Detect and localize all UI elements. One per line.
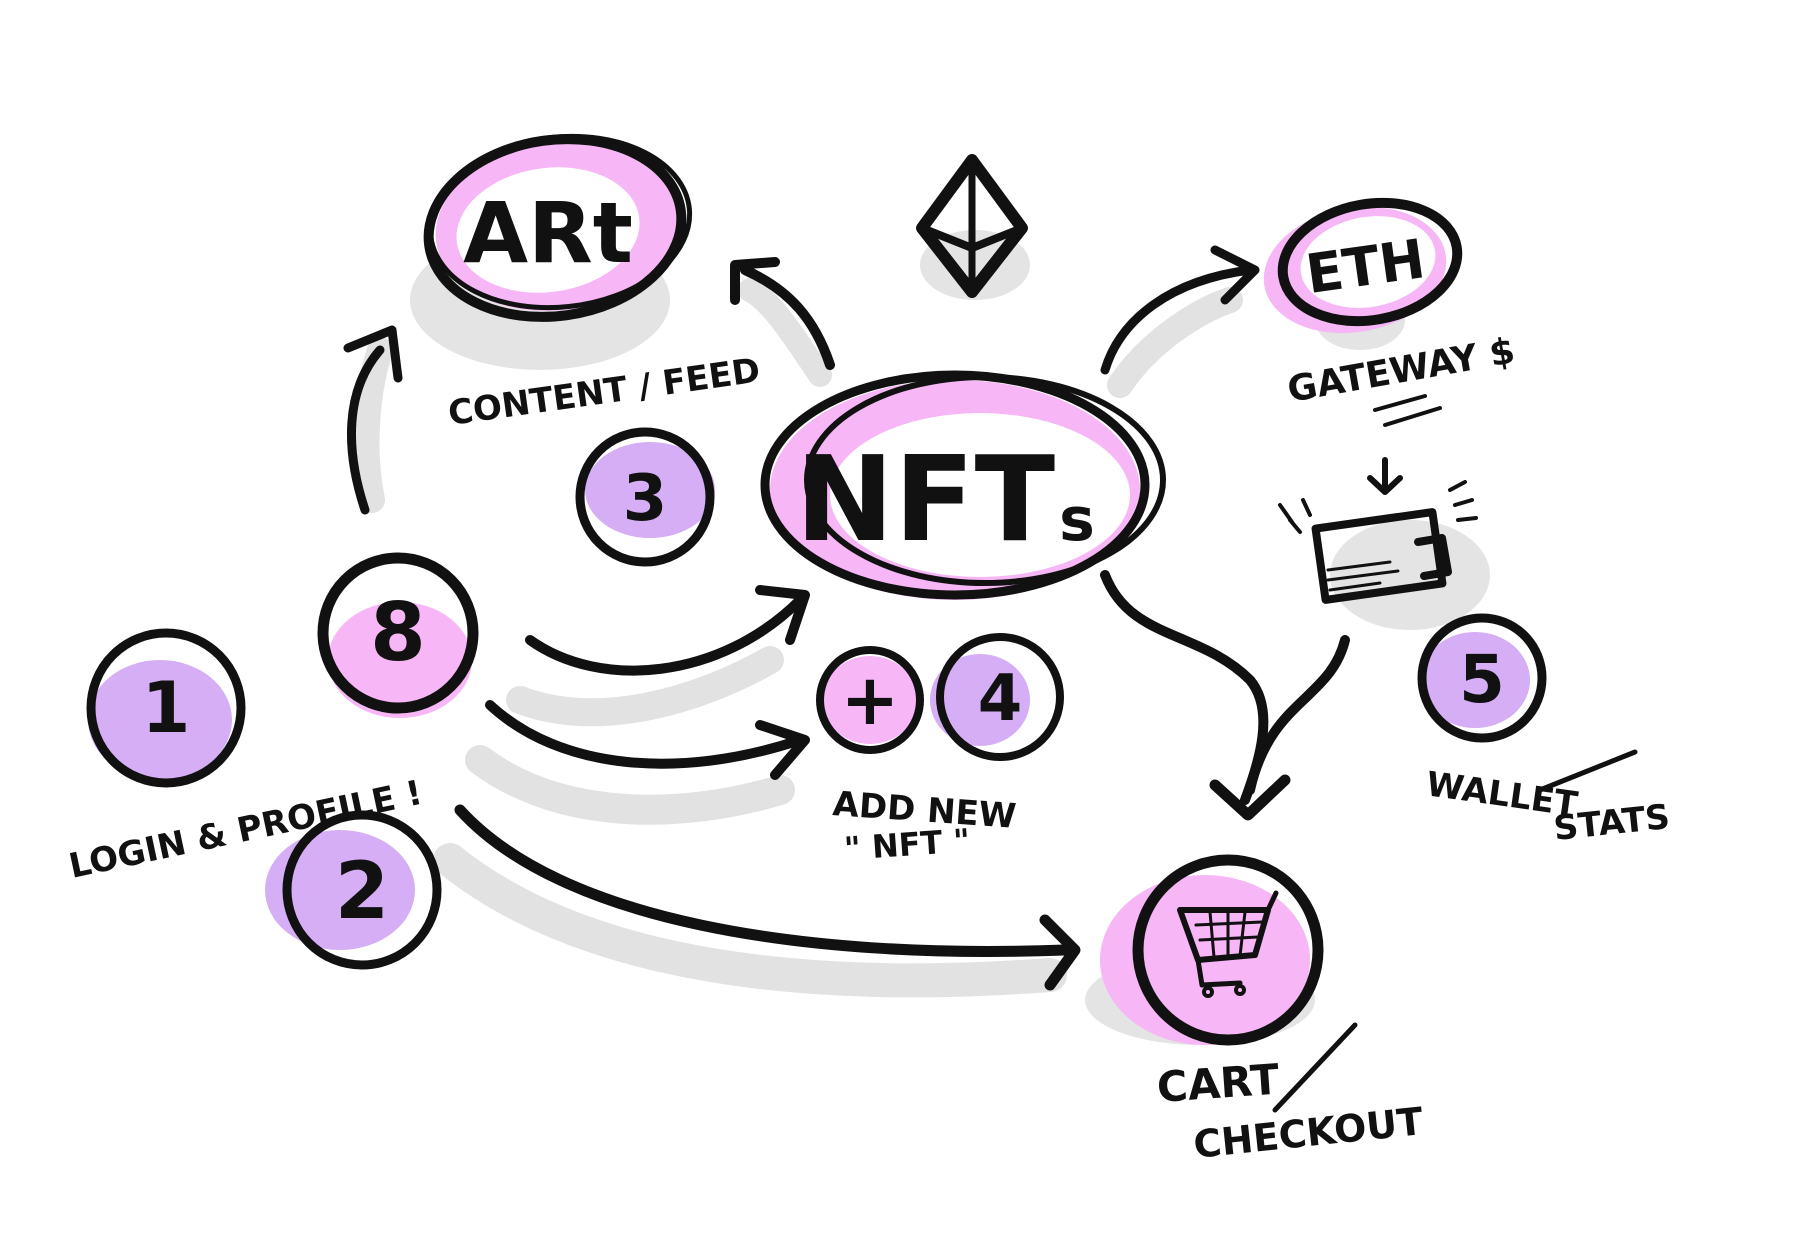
art-node: ARt [423,133,693,322]
eth-caption: GATEWAY $ [1284,331,1518,411]
cart-caption-line2: CHECKOUT [1191,1099,1425,1167]
cart-caption-line1: CART [1155,1055,1281,1112]
step-1-node: 1 [86,628,246,788]
step-plus-node: + [816,646,924,754]
step-3-node: 3 [575,427,715,567]
step-1-label: 1 [142,667,191,749]
step-5-label: 5 [1459,641,1505,718]
cart-caption-slash [1272,1022,1358,1113]
shopping-cart-icon [1177,890,1279,998]
arrow-8-to-art [346,345,385,515]
arrow-nfts-to-art-head [730,257,780,305]
shadows [353,230,1490,1045]
step-4-label: 4 [978,662,1023,736]
step-3-label: 3 [623,462,668,536]
ethereum-logo-icon [916,154,1028,298]
arrow-8-to-add-new-head [755,720,810,780]
wallet-icon [1278,457,1478,604]
arrow-nfts-to-cart [1100,570,1269,805]
svg-text:NFTs: NFTs [795,430,1095,568]
arrow-2-to-cart-head [1039,914,1081,991]
connectors [343,245,1350,991]
step-plus-label: + [841,659,900,741]
step-8-node: 8 [317,552,479,718]
eth-caption-underline [1373,394,1427,412]
arrow-2-to-cart [454,804,1071,957]
arrow-8-to-add-new [485,700,805,769]
cart-node [1100,854,1324,1046]
arrow-8-to-nfts-head [755,585,810,645]
step-4-node: 4 [930,633,1064,761]
arrow-nfts-to-eth-head [1210,245,1260,305]
nfts-label: NFT [795,430,1055,568]
step-5-caption-slash [1537,749,1638,793]
step-4-caption-line2: " NFT " [843,821,971,868]
step-8-label: 8 [370,586,426,679]
eth-node: ETH [1263,197,1463,334]
step-2-node: 2 [265,810,442,970]
art-label: ARt [463,184,633,282]
eth-caption-underline-2 [1383,406,1442,427]
arrow-to-cart-head [1209,774,1291,821]
nfts-node: NFTs [760,370,1166,600]
arrow-nfts-to-eth [1100,265,1255,375]
step-2-label: 2 [335,847,389,937]
arrow-nfts-to-art [740,265,835,370]
arrow-wallet-to-cart [1245,635,1350,795]
arrow-8-to-nfts [525,595,805,676]
nfts-label-suffix: s [1059,485,1095,555]
step-5-node: 5 [1417,613,1547,743]
arrow-8-to-art-head [343,325,403,383]
